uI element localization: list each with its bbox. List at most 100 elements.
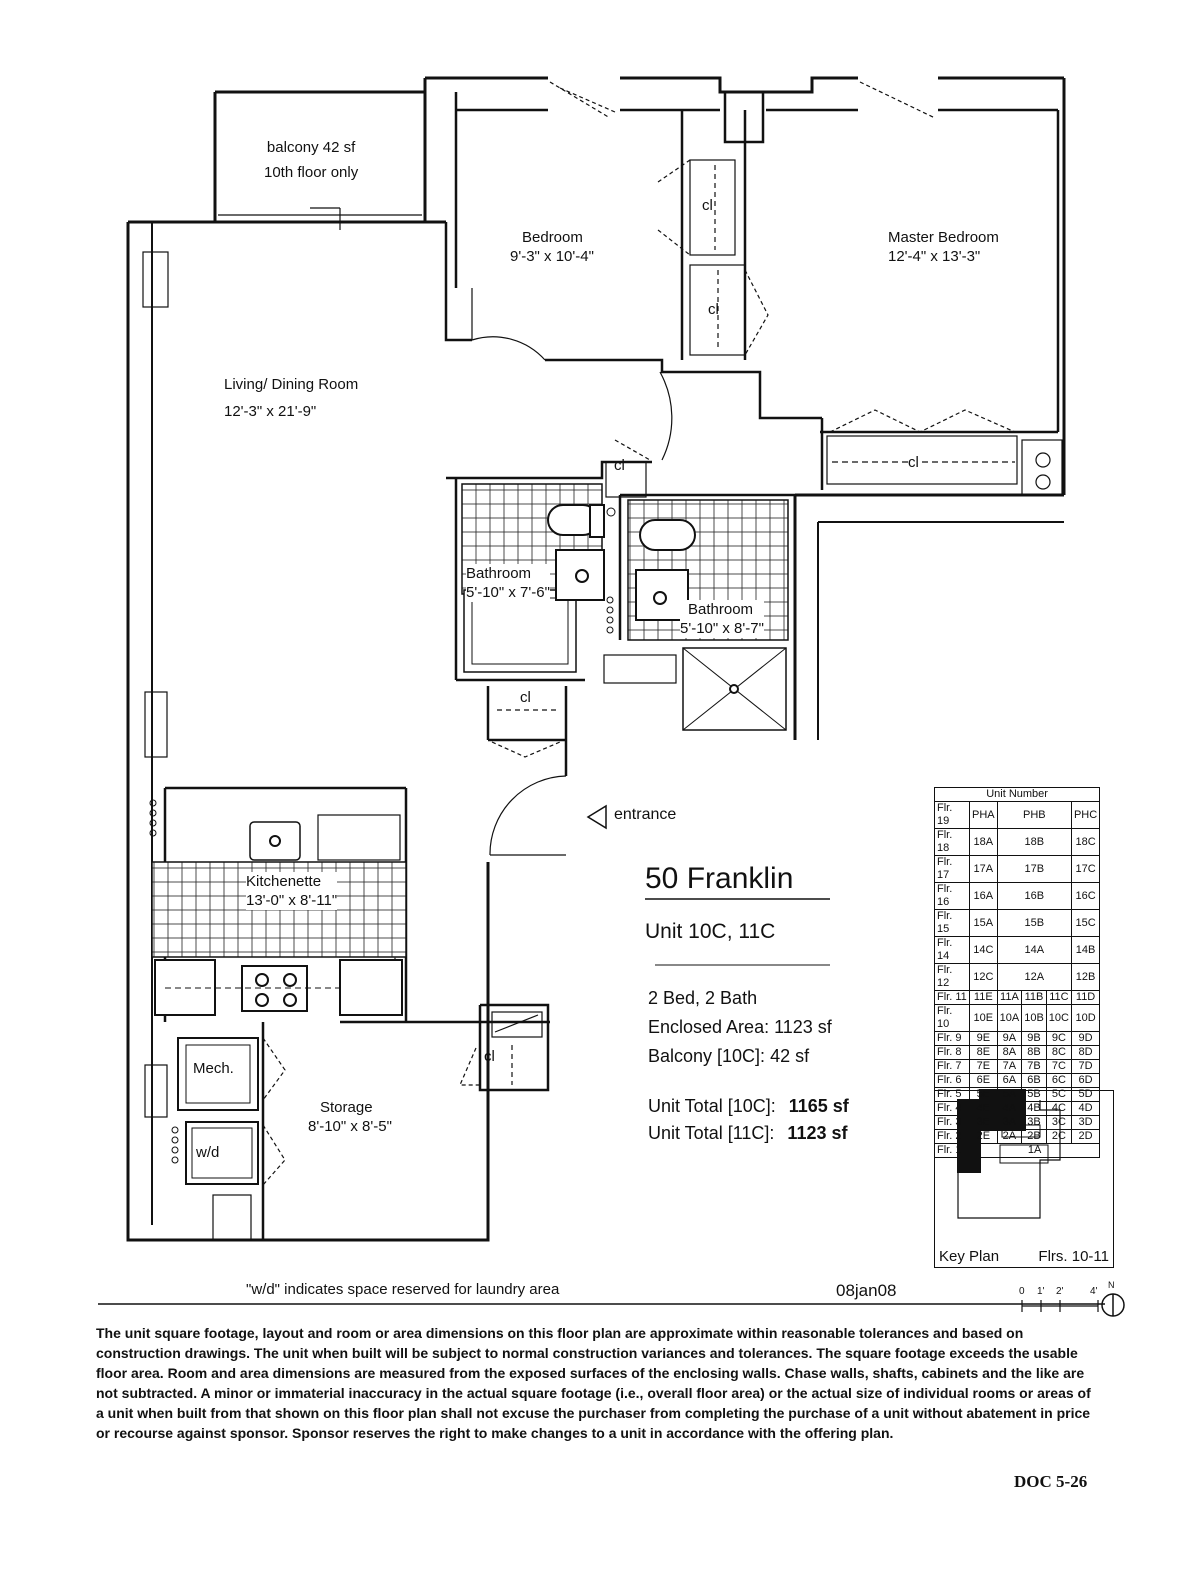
- disclaimer-text: The unit square footage, layout and room…: [96, 1325, 1091, 1441]
- unit-cell: 7C: [1045, 1059, 1072, 1074]
- unit-number: Unit 10C, 11C: [645, 920, 776, 943]
- unit-cell: 10C: [1045, 1004, 1072, 1032]
- floor-cell: Flr. 7: [934, 1059, 970, 1074]
- unit-cell: 6C: [1045, 1073, 1072, 1088]
- bathroom-2-label: Bathroom 5'-10" x 8'-7": [680, 600, 764, 638]
- unit-cell: 16B: [996, 882, 1072, 910]
- building-name: 50 Franklin: [645, 862, 794, 895]
- unit-cell: 14B: [1070, 936, 1101, 964]
- balcony-label: balcony 42 sf 10th floor only: [264, 138, 358, 182]
- floor-cell: Flr. 9: [934, 1031, 970, 1046]
- unit-cell: 7B: [1021, 1059, 1047, 1074]
- floor-cell: Flr. 18: [934, 828, 970, 856]
- unit-cell: 15A: [969, 909, 998, 937]
- unit-cell: 11D: [1070, 990, 1101, 1005]
- unit-cell: 12A: [996, 963, 1072, 991]
- unit-cell: 6D: [1070, 1073, 1101, 1088]
- scale-bar: [1021, 1300, 1099, 1312]
- unit-cell: 8C: [1045, 1045, 1072, 1060]
- unit-cell: 2C: [1045, 1129, 1072, 1144]
- key-plan-floors: Flrs. 10-11: [1038, 1248, 1109, 1265]
- master-bedroom-size: 12'-4" x 13'-3": [888, 248, 981, 265]
- master-bedroom-name: Master Bedroom: [888, 229, 999, 246]
- kitchenette-size: 13'-0" x 8'-11": [246, 892, 338, 909]
- unit-cell: 8A: [996, 1045, 1023, 1060]
- storage-name: Storage: [320, 1099, 373, 1116]
- unit-cell: 2E: [969, 1129, 998, 1144]
- bathroom-2-size: 5'-10" x 8'-7": [680, 620, 764, 637]
- closet-label: cl: [614, 457, 625, 474]
- unit-summary: 2 Bed, 2 Bath Enclosed Area: 1123 sf Bal…: [648, 984, 832, 1071]
- entrance-arrow-icon: [586, 804, 607, 830]
- unit-cell: 18A: [969, 828, 998, 856]
- bathroom-2-name: Bathroom: [688, 601, 754, 618]
- unit-cell: 3E: [969, 1115, 998, 1130]
- unit-cell: 14C: [969, 936, 998, 964]
- floor-cell: Flr. 8: [934, 1045, 970, 1060]
- total-10c-label: Unit Total [10C]:: [648, 1096, 776, 1116]
- kitchenette-name: Kitchenette: [246, 873, 322, 890]
- bedroom-label: Bedroom 9'-3" x 10'-4": [510, 228, 594, 266]
- closet-label: cl: [708, 301, 719, 318]
- unit-cell: 18C: [1070, 828, 1101, 856]
- living-room-label: Living/ Dining Room 12'-3" x 21'-9": [224, 375, 358, 421]
- kitchenette-label: Kitchenette 13'-0" x 8'-11": [246, 872, 338, 910]
- key-plan: Key Plan Flrs. 10-11: [934, 1090, 1114, 1268]
- unit-cell: 12C: [969, 963, 998, 991]
- plan-date: 08jan08: [836, 1281, 897, 1300]
- unit-cell: 6B: [1021, 1073, 1047, 1088]
- scale-label-1: 1': [1037, 1286, 1045, 1297]
- wd-label: w/d: [196, 1144, 220, 1161]
- north-label: N: [1108, 1280, 1115, 1290]
- document-id: DOC 5-26: [1014, 1472, 1088, 1491]
- bathroom-1-label: Bathroom 5'-10" x 7'-6": [466, 564, 550, 602]
- unit-cell: 7E: [969, 1059, 998, 1074]
- unit-cell: 11B: [1021, 990, 1047, 1005]
- storage-size: 8'-10" x 8'-5": [308, 1118, 392, 1135]
- unit-cell: 14A: [996, 936, 1072, 964]
- floor-cell: Flr. 16: [934, 882, 970, 910]
- unit-cell: 9C: [1045, 1031, 1072, 1046]
- total-10c-value: 1165 sf: [788, 1096, 849, 1116]
- unit-cell: PHB: [996, 801, 1072, 829]
- floor-cell: Flr. 6: [934, 1073, 970, 1088]
- master-bedroom-label: Master Bedroom 12'-4" x 13'-3": [888, 228, 999, 266]
- floor-cell: Flr. 15: [934, 909, 970, 937]
- floor-cell: Flr. 17: [934, 855, 970, 883]
- unit-cell: 15C: [1070, 909, 1101, 937]
- unit-cell: 8E: [969, 1045, 998, 1060]
- unit-cell: 15B: [996, 909, 1072, 937]
- unit-cell: 9E: [969, 1031, 998, 1046]
- unit-cell: PHC: [1070, 801, 1101, 829]
- floor-cell: Flr. 10: [934, 1004, 970, 1032]
- enclosed-area: Enclosed Area: 1123 sf: [648, 1017, 832, 1037]
- floor-cell: Flr. 19: [934, 801, 970, 829]
- unit-cell: 7D: [1070, 1059, 1101, 1074]
- balcony-area: Balcony [10C]: 42 sf: [648, 1046, 810, 1066]
- unit-totals: Unit Total [10C]: 1165 sf Unit Total [11…: [648, 1093, 849, 1147]
- beds-baths: 2 Bed, 2 Bath: [648, 988, 758, 1008]
- unit-cell: 2A: [996, 1129, 1023, 1144]
- closet-label: cl: [520, 689, 531, 706]
- unit-table-header: Unit Number: [933, 787, 1101, 802]
- total-11c-value: 1123 sf: [787, 1123, 848, 1143]
- mech-label: Mech.: [193, 1060, 234, 1077]
- unit-cell: 10A: [996, 1004, 1023, 1032]
- unit-cell: 17C: [1070, 855, 1101, 883]
- unit-cell: 12B: [1070, 963, 1101, 991]
